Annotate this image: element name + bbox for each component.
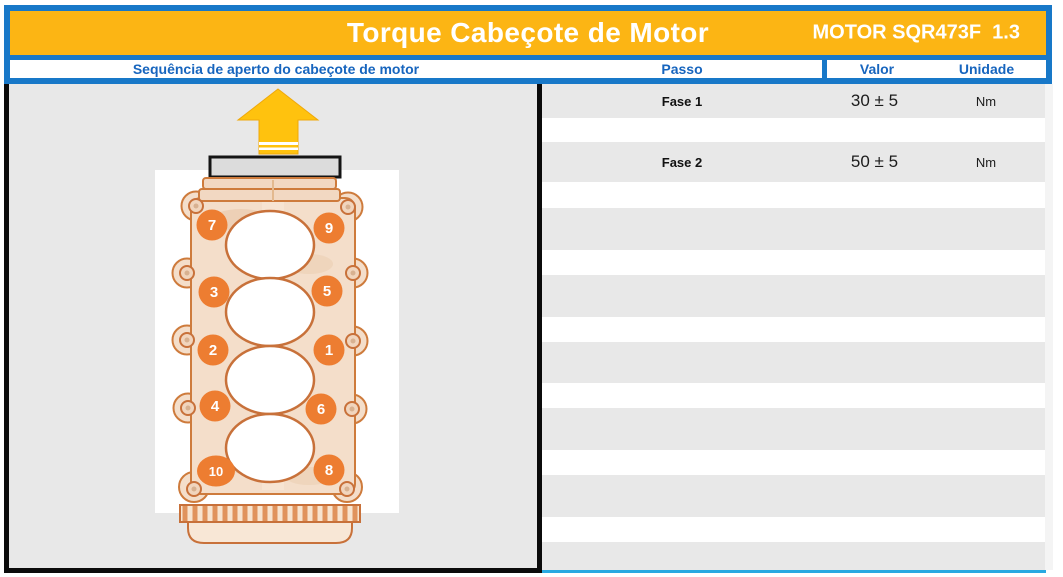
step-cell [542,118,822,142]
step-cell [542,182,822,208]
sequence-number-10: 10 [209,464,223,479]
column-header-unidade: Unidade [927,60,1046,78]
step-cell: Fase 2 [661,154,703,170]
table-row: Fase 1 30 ± 5 Nm [542,84,1045,118]
motor-model-label: MOTOR SQR473F 1.3 [812,21,1020,44]
sequence-number-2: 2 [209,342,217,359]
sequence-number-8: 8 [325,462,333,479]
table-bottom-border [542,570,1046,573]
sequence-numbers: 7 9 3 5 2 1 4 6 10 8 [196,209,345,487]
value-cell: 30 ± 5 [850,91,899,110]
table-row [542,383,1045,408]
unit-cell [927,118,1045,142]
head-torque-sequence-diagram: 7 9 3 5 2 1 4 6 10 8 [155,88,399,544]
value-cell [822,342,927,383]
step-cell [542,317,822,342]
timing-belt [179,504,361,544]
step-cell [542,450,822,475]
value-cell [822,542,927,570]
value-cell [822,118,927,142]
sequence-circle-6 [305,393,337,425]
table-row [542,118,1045,142]
value-cell [822,383,927,408]
value-cell: 50 ± 5 [850,152,899,171]
step-cell [542,208,822,250]
sequence-number-5: 5 [323,283,331,300]
table-row [542,450,1045,475]
table-row [542,250,1045,275]
table-row [542,408,1045,450]
unit-cell [927,317,1045,342]
unit-cell [927,342,1045,383]
value-cell [822,517,927,542]
unit-cell [927,208,1045,250]
unit-cell [927,450,1045,475]
column-header-valor: Valor [827,60,927,78]
sequence-number-9: 9 [325,220,333,237]
table-row: Fase 2 50 ± 5 Nm [542,142,1045,182]
sequence-circle-2 [197,334,229,366]
value-cell [822,208,927,250]
step-cell [542,542,822,570]
value-cell [822,275,927,317]
sequence-circle-4 [199,390,231,422]
unit-cell [927,383,1045,408]
unit-cell [927,475,1045,517]
table-right-gutter [1045,84,1053,570]
sequence-circle-3 [198,276,230,308]
sequence-circle-9 [313,212,345,244]
step-cell [542,408,822,450]
unit-cell [927,542,1045,570]
up-arrow-icon [236,88,320,155]
value-cell [822,317,927,342]
table-row [542,475,1045,517]
sequence-number-7: 7 [208,217,216,234]
unit-cell [927,517,1045,542]
sequence-circle-10 [197,455,235,487]
table-row [542,317,1045,342]
column-header-passo: Passo [542,60,822,78]
header: Torque Cabeçote de Motor MOTOR SQR473F 1… [4,5,1052,84]
table-row [542,182,1045,208]
value-cell [822,250,927,275]
table-row [542,275,1045,317]
sequence-circle-1 [313,334,345,366]
step-cell [542,250,822,275]
page-title: Torque Cabeçote de Motor [346,17,710,48]
sequence-number-3: 3 [210,284,218,301]
sequence-number-4: 4 [211,398,220,415]
unit-cell [927,275,1045,317]
unit-cell [927,182,1045,208]
step-cell [542,517,822,542]
unit-cell [927,408,1045,450]
step-cell [542,275,822,317]
step-cell: Fase 1 [661,93,703,109]
table-row [542,342,1045,383]
value-cell [822,408,927,450]
diagram-panel: 7 9 3 5 2 1 4 6 10 8 [4,84,542,573]
sequence-number-6: 6 [317,401,325,418]
sequence-section-title: Sequência de aperto do cabeçote de motor [10,60,542,78]
column-header-row: Sequência de aperto do cabeçote de motor… [10,60,1046,78]
unit-cell: Nm [975,93,997,109]
value-cell [822,182,927,208]
column-divider [822,60,827,78]
sequence-circle-5 [311,275,343,307]
sequence-circle-7 [196,209,228,241]
table-row [542,208,1045,250]
camshaft-cover-plate [208,155,342,179]
step-cell [542,475,822,517]
sequence-circle-8 [313,454,345,486]
title-bar: Torque Cabeçote de Motor MOTOR SQR473F 1… [10,11,1046,55]
table-row [542,517,1045,542]
value-cell [822,475,927,517]
unit-cell [927,250,1045,275]
step-cell [542,342,822,383]
unit-cell: Nm [975,154,997,170]
value-cell [822,450,927,475]
table-row [542,542,1045,570]
step-cell [542,383,822,408]
sequence-number-1: 1 [325,342,333,359]
